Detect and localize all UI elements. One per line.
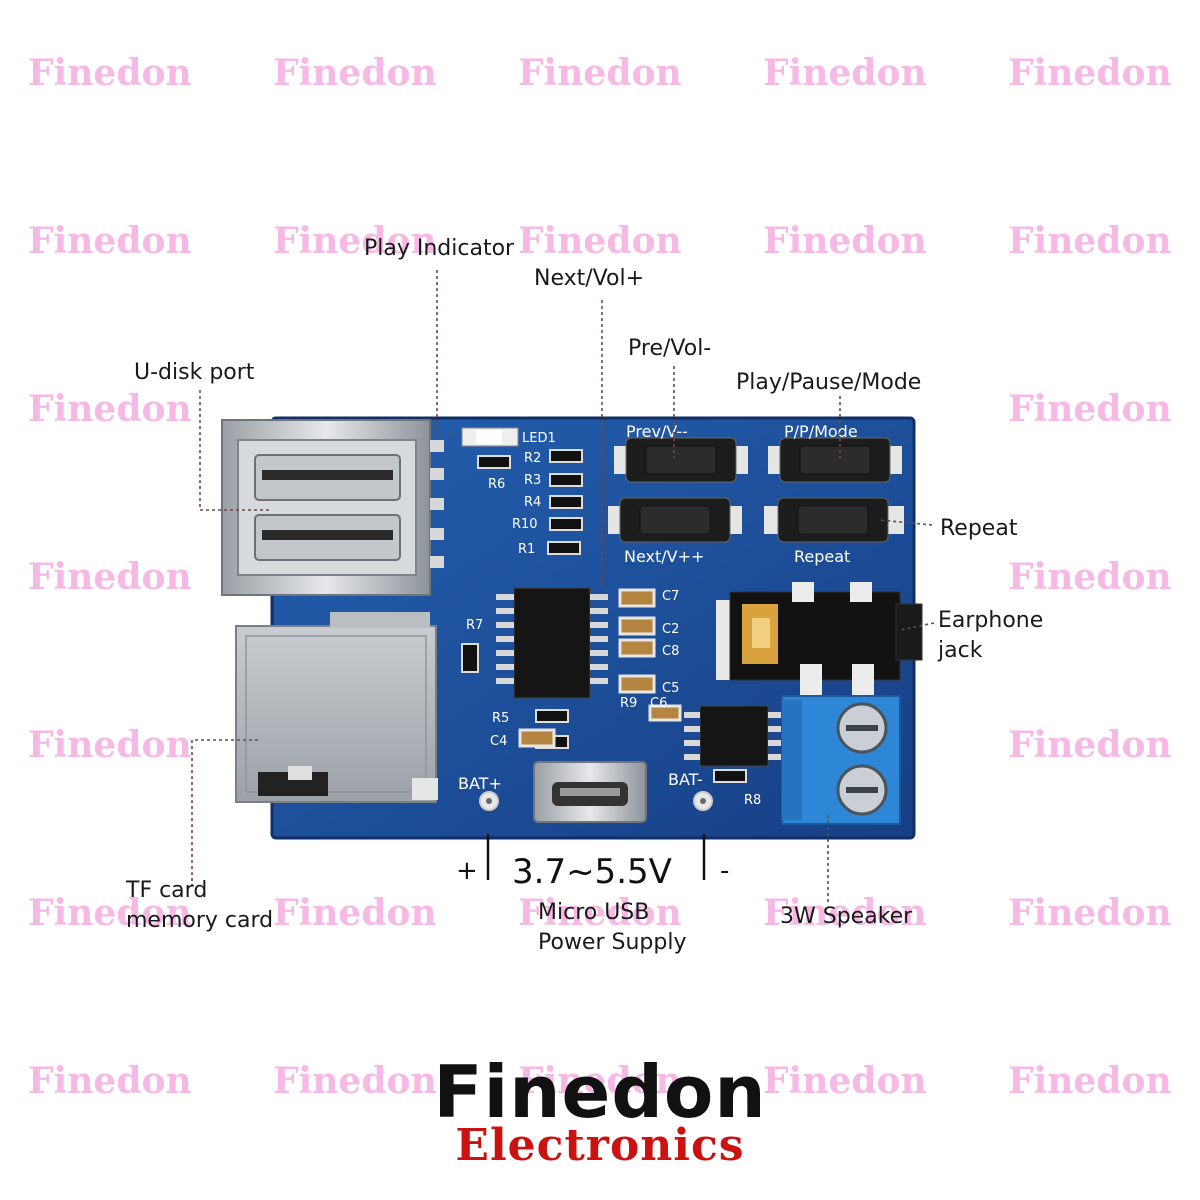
silk-r9: R9	[620, 696, 637, 711]
silk-r3: R3	[524, 473, 541, 488]
label-micro-usb: Micro USB Power Supply	[538, 898, 686, 958]
smd-capacitors	[518, 588, 682, 748]
silk-r2: R2	[524, 451, 541, 466]
label-tf-card-line1: TF card	[126, 878, 208, 903]
label-play-indicator: Play Indicator	[364, 236, 515, 261]
label-next-vol: Next/Vol+	[534, 266, 645, 291]
led-indicator	[461, 427, 519, 447]
label-3w-speaker: 3W Speaker	[780, 904, 913, 929]
label-pre-vol: Pre/Vol-	[628, 336, 712, 361]
label-micro-usb-line2: Power Supply	[538, 930, 687, 955]
label-micro-usb-line1: Micro USB	[538, 900, 650, 925]
label-tf-card-line2: memory card	[126, 908, 274, 933]
silk-r5: R5	[492, 711, 509, 726]
silk-led1: LED1	[522, 431, 556, 446]
silk-bat-minus: BAT-	[668, 770, 703, 789]
label-voltage: 3.7~5.5V	[512, 852, 672, 892]
label-repeat: Repeat	[940, 516, 1018, 541]
silk-repeat: Repeat	[794, 547, 850, 566]
silk-r8: R8	[744, 793, 761, 808]
speaker-terminal	[781, 695, 901, 825]
micro-usb-port	[533, 761, 647, 823]
silk-c7: C7	[662, 589, 679, 604]
label-u-disk-port: U-disk port	[134, 360, 255, 385]
silk-c2: C2	[662, 622, 679, 637]
label-plus: +	[456, 856, 478, 886]
silk-next: Next/V++	[624, 547, 704, 566]
earphone-jack	[716, 582, 923, 700]
silk-r4: R4	[524, 495, 541, 510]
tf-card-slot	[235, 612, 438, 803]
silk-r7: R7	[466, 618, 483, 633]
silk-r6: R6	[488, 477, 505, 492]
label-earphone-jack: Earphone jack	[938, 606, 1043, 666]
label-minus: -	[720, 856, 730, 886]
silk-c5: C5	[662, 681, 679, 696]
silk-bat-plus: BAT+	[458, 774, 502, 793]
silk-prev: Prev/V--	[626, 422, 688, 441]
silk-mode: P/P/Mode	[784, 422, 858, 441]
ic-chip	[496, 587, 608, 699]
label-earphone-line1: Earphone	[938, 608, 1044, 633]
silk-c6: C6	[650, 696, 667, 711]
brand-name: Finedon	[433, 1050, 767, 1134]
label-play-pause-mode: Play/Pause/Mode	[736, 370, 922, 395]
label-tf-card: TF card memory card	[126, 876, 273, 936]
silk-c8: C8	[662, 644, 679, 659]
silk-r1: R1	[518, 542, 535, 557]
battery-pads	[479, 791, 713, 811]
silk-c4: C4	[490, 734, 507, 749]
silk-r10: R10	[512, 517, 538, 532]
power-lines	[486, 834, 706, 880]
usb-a-port	[221, 419, 444, 596]
brand-subtitle: Electronics	[455, 1120, 745, 1171]
leader-lines	[191, 270, 935, 905]
tactile-buttons	[608, 437, 904, 543]
amplifier-chip	[684, 705, 784, 767]
label-earphone-line2: jack	[938, 638, 983, 663]
